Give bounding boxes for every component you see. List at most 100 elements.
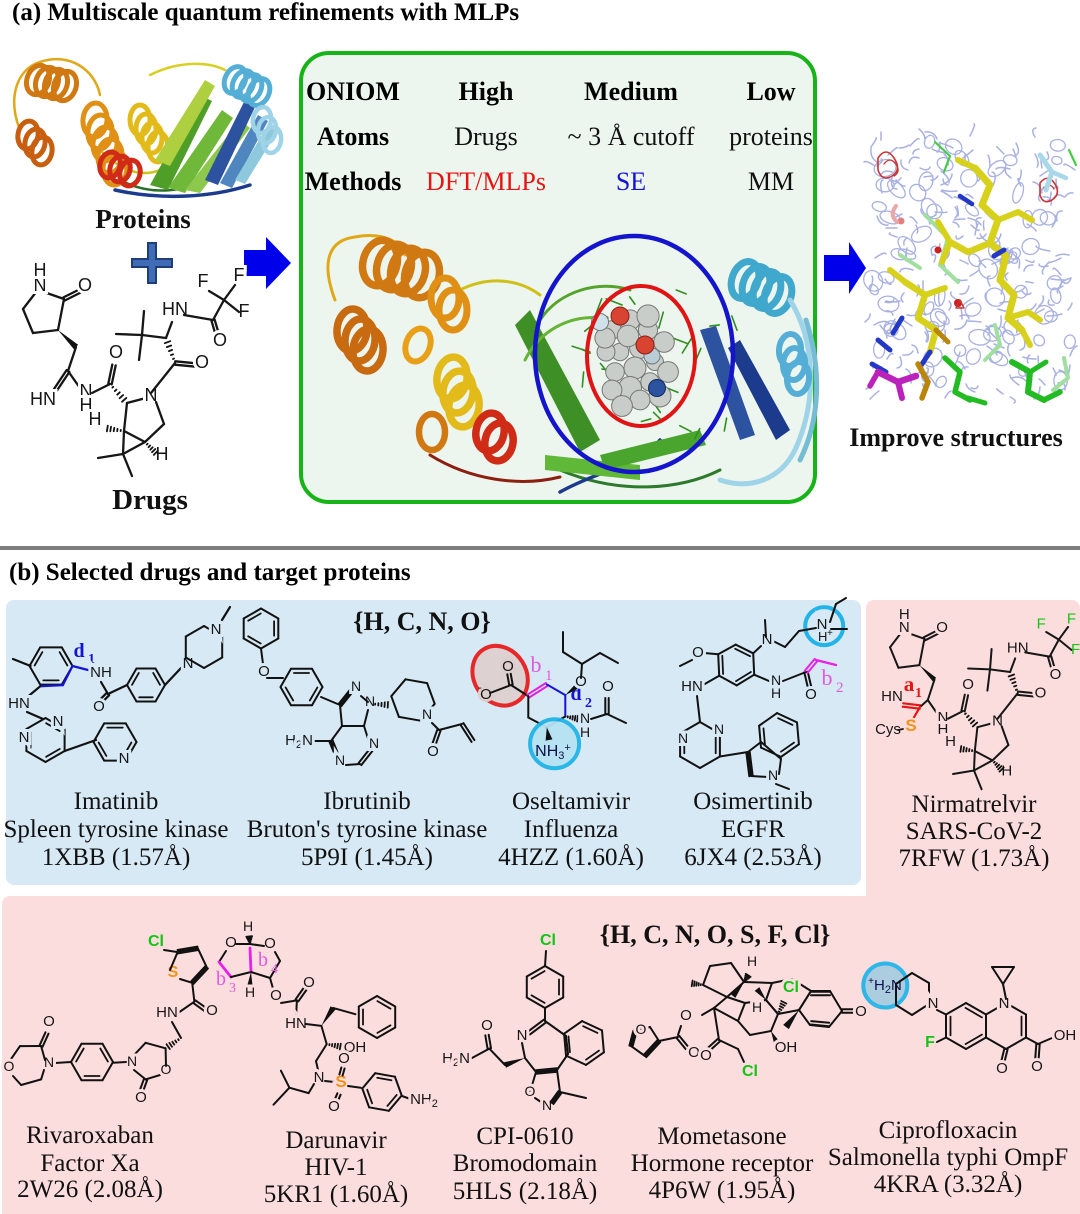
svg-text:HN: HN bbox=[8, 695, 30, 712]
svg-text:O: O bbox=[225, 934, 237, 951]
svg-text:H: H bbox=[771, 685, 781, 701]
svg-text:N: N bbox=[542, 1097, 552, 1113]
svg-text:O: O bbox=[270, 987, 282, 1004]
svg-text:H: H bbox=[937, 721, 948, 738]
svg-text:NH2: NH2 bbox=[410, 1091, 438, 1110]
svg-text:O: O bbox=[502, 658, 514, 675]
svg-text:O: O bbox=[78, 275, 92, 295]
svg-text:H2N: H2N bbox=[285, 732, 313, 751]
svg-text:OH: OH bbox=[344, 1039, 367, 1056]
svg-text:2: 2 bbox=[836, 680, 844, 696]
svg-text:d: d bbox=[570, 683, 581, 705]
svg-text:H: H bbox=[34, 260, 47, 280]
svg-text:1: 1 bbox=[88, 652, 95, 667]
svg-text:F: F bbox=[1067, 611, 1076, 628]
svg-text:H: H bbox=[1001, 763, 1012, 780]
svg-text:HN: HN bbox=[30, 389, 56, 409]
svg-text:O: O bbox=[1050, 666, 1062, 683]
svg-text:Cl: Cl bbox=[742, 1063, 758, 1080]
svg-text:F: F bbox=[1071, 641, 1080, 658]
svg-text:HN: HN bbox=[1007, 639, 1029, 656]
svg-text:N: N bbox=[335, 752, 345, 768]
svg-text:H: H bbox=[580, 724, 590, 740]
svg-text:N: N bbox=[762, 631, 773, 648]
svg-text:N: N bbox=[314, 1069, 325, 1086]
svg-text:H2N: H2N bbox=[442, 1050, 470, 1069]
svg-text:O: O bbox=[338, 1050, 350, 1067]
svg-text:N: N bbox=[678, 730, 688, 746]
svg-text:-: - bbox=[478, 682, 482, 694]
svg-text:N: N bbox=[127, 1053, 137, 1069]
svg-text:O: O bbox=[109, 342, 123, 362]
svg-text:H: H bbox=[945, 733, 956, 750]
svg-text:N: N bbox=[53, 713, 64, 730]
svg-text:N: N bbox=[119, 750, 130, 767]
svg-text:2: 2 bbox=[585, 696, 592, 711]
svg-text:O: O bbox=[1031, 1058, 1043, 1075]
svg-text:F: F bbox=[925, 1034, 935, 1051]
svg-text:b: b bbox=[531, 652, 542, 677]
svg-text:O: O bbox=[525, 1083, 536, 1099]
svg-text:N: N bbox=[999, 995, 1010, 1012]
svg-text:F: F bbox=[1037, 616, 1046, 633]
svg-text:O: O bbox=[303, 974, 315, 991]
svg-text:1: 1 bbox=[915, 686, 922, 701]
svg-text:O: O bbox=[481, 1017, 493, 1034]
svg-text:O: O bbox=[213, 330, 227, 350]
svg-text:N: N bbox=[183, 655, 194, 672]
svg-text:OH: OH bbox=[1054, 1027, 1077, 1044]
svg-text:N: N bbox=[771, 672, 781, 688]
svg-text:F: F bbox=[234, 265, 245, 285]
svg-text:O: O bbox=[480, 686, 492, 703]
svg-text:O: O bbox=[636, 1021, 647, 1037]
svg-text:N: N bbox=[899, 619, 910, 636]
svg-text:O: O bbox=[962, 676, 974, 693]
svg-text:F: F bbox=[198, 271, 209, 291]
svg-text:H: H bbox=[80, 395, 93, 415]
svg-text:O: O bbox=[427, 743, 439, 760]
svg-text:N: N bbox=[768, 767, 778, 783]
svg-text:3: 3 bbox=[229, 981, 236, 996]
svg-text:OH: OH bbox=[775, 1039, 798, 1056]
svg-text:Cl: Cl bbox=[783, 979, 799, 996]
svg-text:O: O bbox=[602, 678, 614, 695]
svg-text:N: N bbox=[211, 621, 222, 638]
svg-text:N: N bbox=[714, 721, 724, 737]
svg-text:O: O bbox=[161, 1061, 172, 1077]
svg-text:O: O bbox=[135, 1089, 147, 1106]
svg-text:b: b bbox=[258, 949, 268, 971]
svg-text:NH: NH bbox=[90, 664, 112, 681]
svg-text:b: b bbox=[216, 968, 226, 990]
svg-text:O: O bbox=[936, 619, 948, 636]
svg-text:S: S bbox=[905, 716, 916, 735]
svg-text:N: N bbox=[422, 706, 432, 722]
svg-text:O: O bbox=[328, 1098, 340, 1115]
svg-text:N: N bbox=[34, 275, 47, 295]
svg-text:S: S bbox=[335, 1072, 346, 1091]
svg-text:O: O bbox=[43, 1013, 55, 1030]
svg-text:H: H bbox=[752, 999, 762, 1015]
svg-text:O: O bbox=[688, 1044, 700, 1061]
svg-text:d: d bbox=[73, 640, 84, 662]
svg-text:O: O bbox=[206, 1002, 218, 1019]
svg-text:N: N bbox=[580, 710, 590, 726]
svg-text:N: N bbox=[19, 729, 30, 746]
svg-text:O: O bbox=[264, 935, 276, 952]
svg-text:O: O bbox=[692, 644, 704, 661]
svg-text:N: N bbox=[365, 693, 375, 709]
svg-text:H: H bbox=[818, 629, 827, 644]
svg-text:F: F bbox=[239, 301, 250, 321]
svg-text:H: H bbox=[899, 606, 910, 623]
svg-text:HN: HN bbox=[285, 1015, 307, 1032]
svg-text:O: O bbox=[855, 1003, 867, 1020]
svg-text:H: H bbox=[243, 918, 253, 934]
svg-text:N: N bbox=[369, 735, 379, 751]
svg-text:H: H bbox=[245, 984, 255, 1000]
svg-text:O: O bbox=[805, 686, 817, 703]
svg-text:O: O bbox=[575, 673, 587, 690]
svg-text:a: a bbox=[904, 672, 915, 696]
svg-text:HN: HN bbox=[156, 1004, 178, 1021]
svg-text:O: O bbox=[996, 1060, 1008, 1077]
svg-text:4: 4 bbox=[271, 962, 278, 977]
svg-text:1: 1 bbox=[545, 668, 553, 684]
